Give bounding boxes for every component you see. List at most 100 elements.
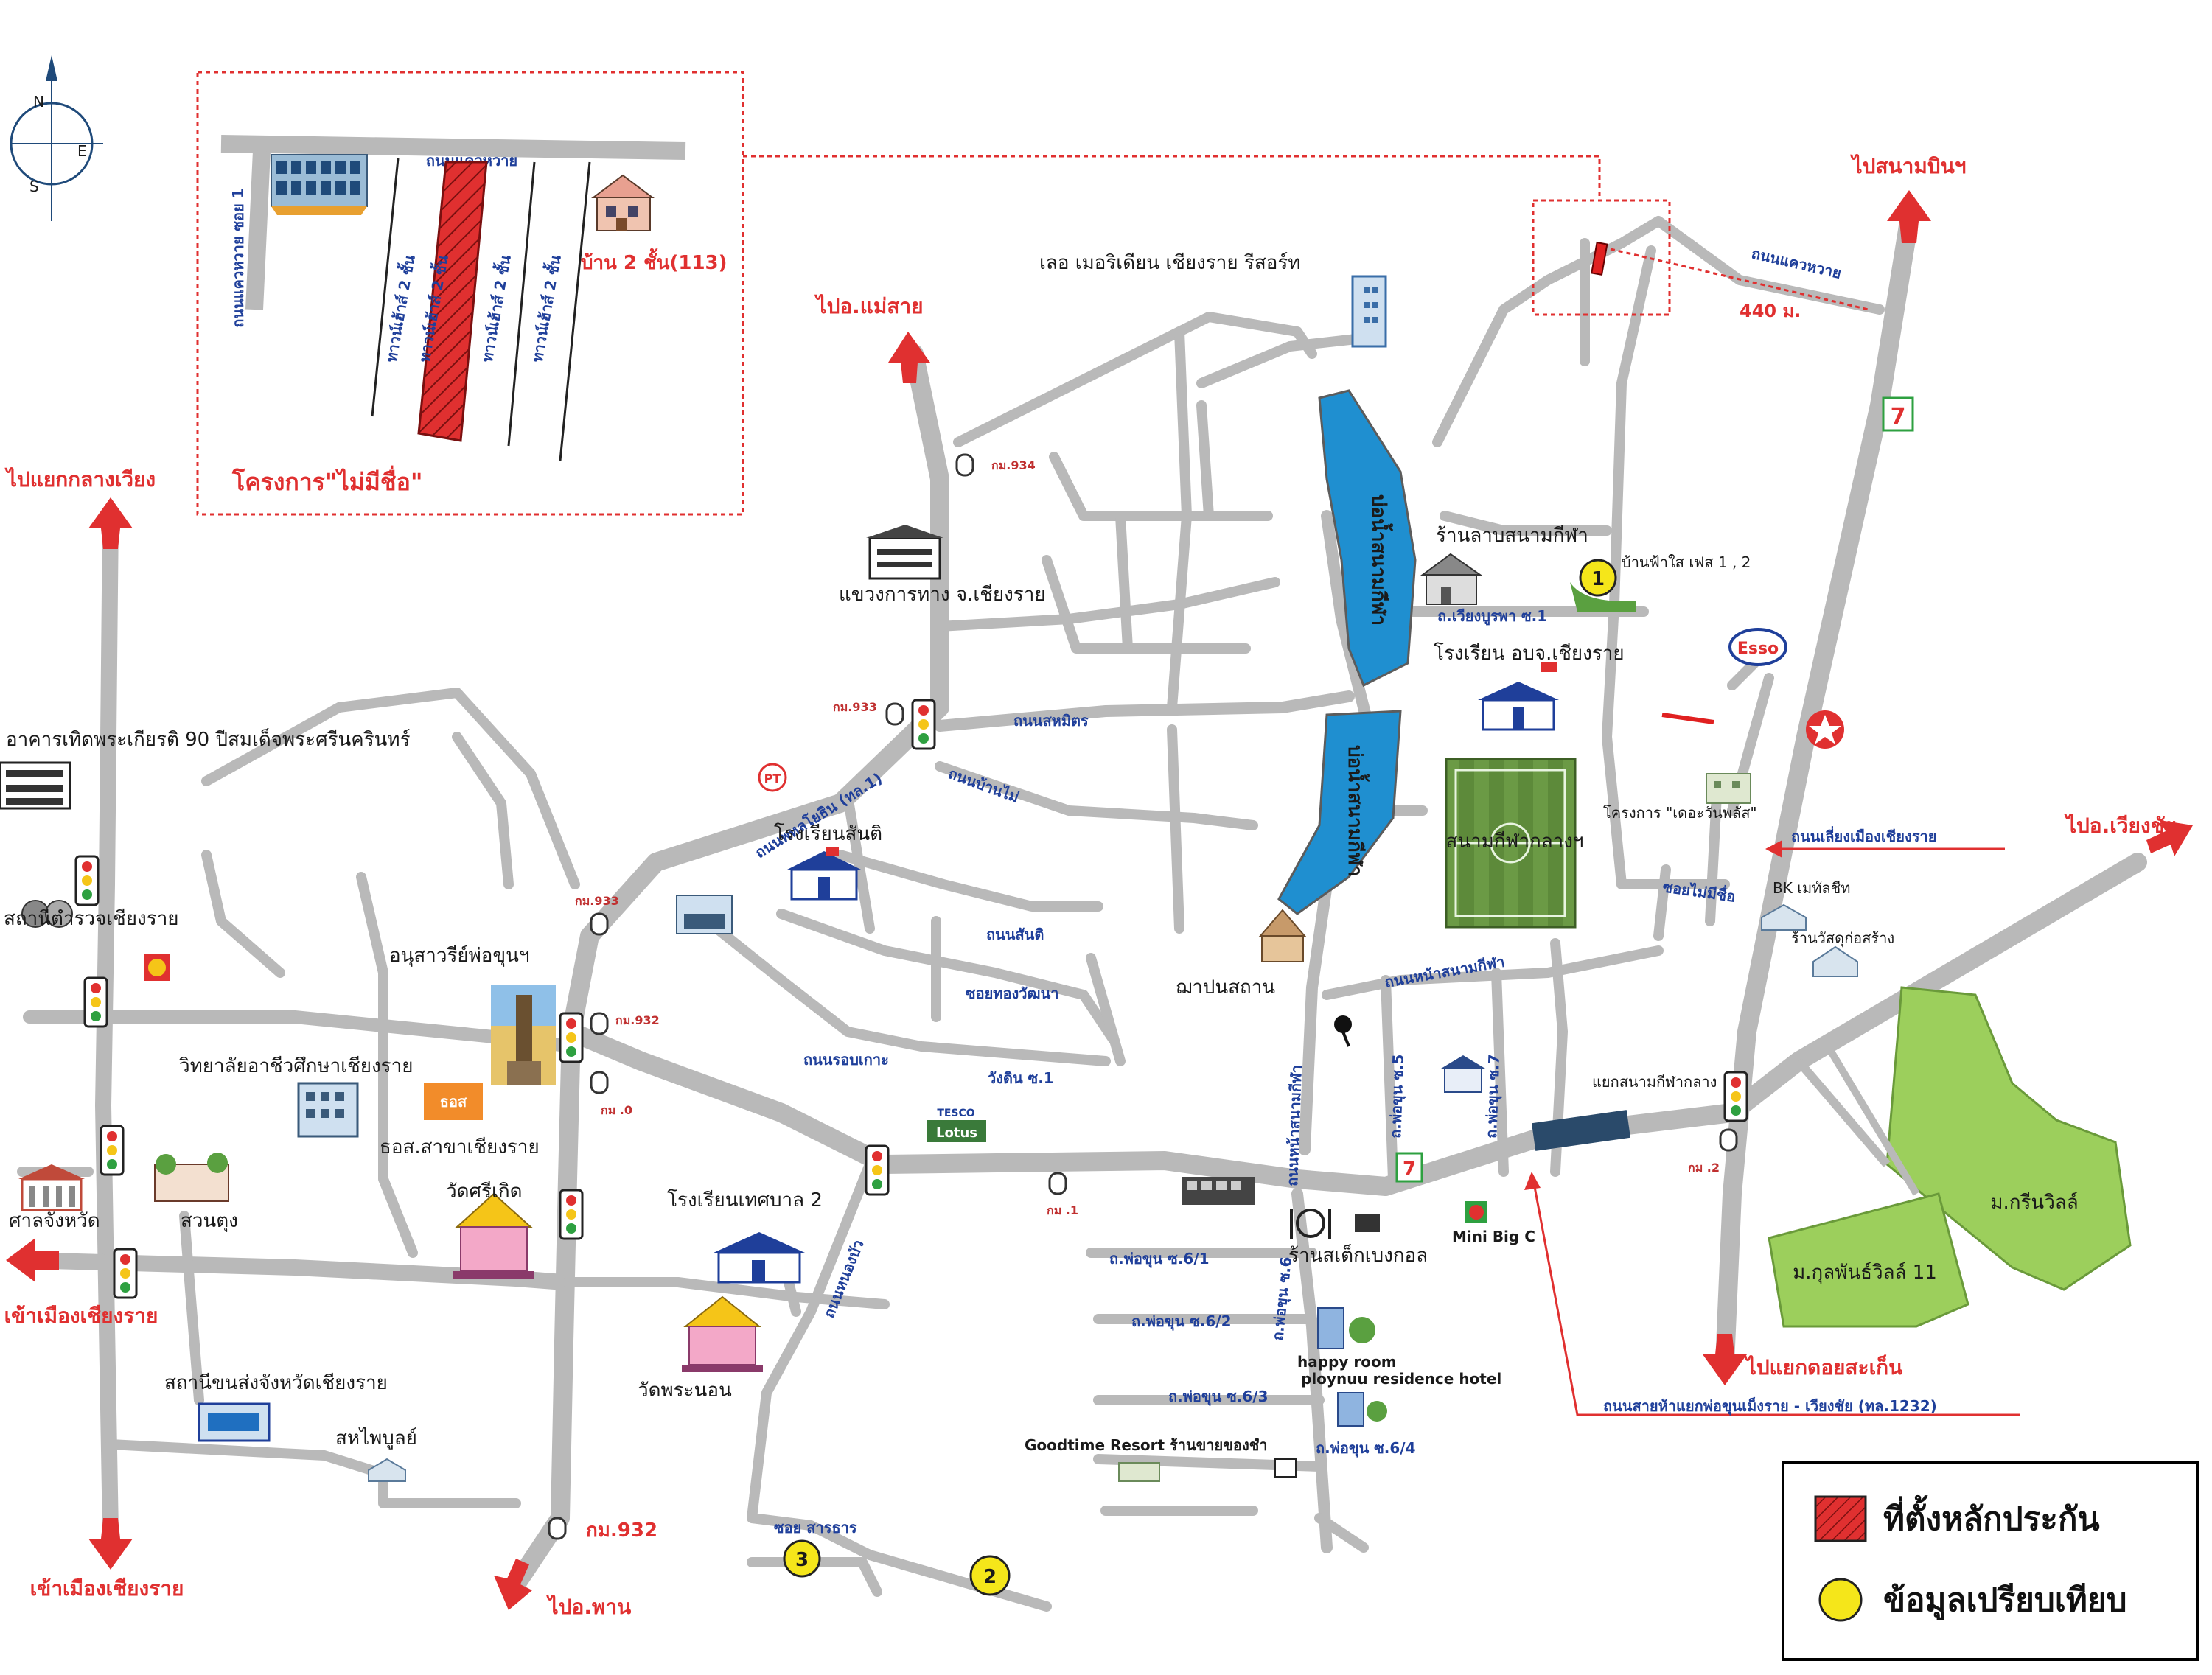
- svg-text:7: 7: [1403, 1158, 1416, 1181]
- inset-project-label: โครงการ"ไม่มีชื่อ": [231, 465, 423, 496]
- warehouse-icon: [1761, 903, 1807, 931]
- dir-wiang-chai-label: ไปอ.เวียงชัย: [2064, 814, 2177, 838]
- place-noodle-shop: ร้านสเต็กเบงกอล: [1288, 1243, 1428, 1267]
- arrow-phan: ไปอ.พาน: [494, 1559, 631, 1619]
- shophouse-icon: [1182, 1177, 1255, 1205]
- street-bypass: ถนนเลี่ยงเมืองเชียงราย: [1791, 825, 1936, 845]
- street-pho-khun-7: ถ.พ่อขุน ซ.7: [1482, 1054, 1504, 1139]
- svg-text:7: 7: [1891, 404, 1906, 430]
- arrow-city-west: เข้าเมืองเชียงราย: [4, 1238, 158, 1328]
- svg-text:1: 1: [1591, 568, 1605, 590]
- place-the-one-plus: โครงการ "เดอะวันพลัส": [1603, 804, 1757, 822]
- place-saha-phaibun: สหไพบูลย์: [335, 1427, 417, 1450]
- caltex-logo-icon: [1806, 710, 1844, 749]
- street-sahamit: ถนนสหมิตร: [1013, 712, 1089, 730]
- legend-row-comparable: ข้อมูลเปรียบเทียบ: [1814, 1574, 2127, 1626]
- distance-line: [1610, 248, 1869, 311]
- shop-icon: [1274, 1458, 1297, 1478]
- place-school-obj: โรงเรียน อบจ.เชียงราย: [1434, 642, 1625, 665]
- svg-text:N: N: [33, 93, 44, 111]
- pond-lower: บ่อน้ำสนามกีฬา: [1277, 710, 1402, 915]
- green-ville-label: ม.กรีนวิลล์: [1990, 1192, 2078, 1214]
- place-highway-office: แขวงการทาง จ.เชียงราย: [839, 584, 1046, 606]
- comparable-marker-2: [969, 1555, 1011, 1596]
- svg-text:3: 3: [795, 1549, 809, 1571]
- pond-upper: บ่อน้ำสนามกีฬา: [1318, 389, 1417, 688]
- svg-text:กม.934: กม.934: [991, 458, 1036, 472]
- place-municipal-school: โรงเรียนเทศบาล 2: [667, 1189, 823, 1211]
- inset-house-label: บ้าน 2 ชั้น(113): [581, 248, 728, 274]
- esso-logo-icon: Esso: [1728, 628, 1787, 666]
- office-building-icon: [866, 525, 943, 580]
- street-pho-khun-5: ถ.พ่อขุน ซ.5: [1386, 1054, 1408, 1139]
- legend-row-collateral: ที่ตั้งหลักประกัน: [1814, 1493, 2100, 1545]
- arrow-mae-sai: ไปอ.แม่สาย: [814, 294, 930, 383]
- place-santi-school: โรงเรียนสันติ: [774, 822, 882, 845]
- arrow-doi-saket: ไปแยกดอยสะเก็น: [1703, 1334, 1902, 1385]
- legend-collateral-label: ที่ตั้งหลักประกัน: [1883, 1500, 2100, 1538]
- house-icon: [1420, 553, 1483, 605]
- house-icon: [1441, 1055, 1485, 1093]
- street-wiang-burapha: ถ.เวียงบูรพา ซ.1: [1437, 607, 1547, 626]
- police-badge-icon: [21, 900, 73, 928]
- street-na-sanam: ถนนหน้าสนามกีฬา: [1384, 953, 1507, 991]
- tesco-lotus-logo-icon: TESCO Lotus: [927, 1108, 986, 1142]
- svg-text:กม.932: กม.932: [615, 1013, 660, 1027]
- place-police: สถานีตำรวจเชียงราย: [4, 908, 179, 930]
- svg-text:Esso: Esso: [1737, 640, 1779, 658]
- inset-road-left: ถนนแควหวาย ซอย 1: [229, 188, 247, 327]
- arrow-airport: ไปสนามบินฯ: [1850, 154, 1966, 243]
- school-icon: [787, 847, 861, 901]
- ghb-logo-icon: ธอส: [424, 1083, 483, 1120]
- collateral-swatch-icon: [1814, 1495, 1867, 1542]
- road-network: [14, 211, 2147, 1612]
- hotel-icon: [1317, 1307, 1375, 1349]
- place-ban-fa-sai: บ้านฟ้าใส เฟส 1 , 2: [1622, 553, 1751, 571]
- comparable-marker-1: [1579, 559, 1617, 597]
- place-chapel: ฌาปนสถาน: [1176, 976, 1275, 999]
- svg-text:TESCO: TESCO: [937, 1108, 974, 1119]
- arrow-klang-wiang: ไปแยกกลางเวียง: [4, 467, 156, 549]
- svg-text:2: 2: [983, 1566, 997, 1588]
- house-icon: [591, 174, 655, 231]
- shophouse-icon: [1531, 1110, 1631, 1151]
- map-legend: ที่ตั้งหลักประกัน ข้อมูลเปรียบเทียบ: [1782, 1461, 2199, 1661]
- street-rop-koh: ถนนรอบเกาะ: [803, 1051, 889, 1069]
- warehouse-icon: [1812, 945, 1858, 977]
- place-king-monument: อนุสาวรีย์พ่อขุนฯ: [389, 945, 530, 967]
- street-pho-khun-6-2: ถ.พ่อขุน ซ.6/2: [1131, 1312, 1232, 1331]
- place-ploy-nuu: ploynuu residence hotel: [1301, 1370, 1501, 1388]
- compass-icon: N E S: [10, 55, 103, 221]
- comparable-marker-3: [783, 1539, 821, 1578]
- seven-eleven-icon: 7: [1882, 396, 1914, 432]
- place-goodtime: Goodtime Resort ร้านขายของชำ: [1025, 1436, 1268, 1454]
- temple-icon: [682, 1295, 763, 1372]
- court-building-icon: [18, 1164, 85, 1211]
- street-santi: ถนนสันติ: [986, 926, 1044, 943]
- svg-text:กม .1: กม .1: [1047, 1203, 1078, 1217]
- park-icon: [154, 1153, 229, 1202]
- traffic-light-icons: [74, 699, 1748, 1299]
- inset-townhouse-3: ทาวน์เฮ้าส์ 2 ชั้น: [476, 253, 514, 364]
- big-c-logo-icon: [1465, 1201, 1487, 1223]
- dir-city-south-label: เข้าเมืองเชียงราย: [30, 1576, 184, 1601]
- hwy-1232-callout: [1532, 1178, 2020, 1416]
- dir-klang-wiang-label: ไปแยกกลางเวียง: [4, 467, 156, 492]
- restaurant-icon: [1290, 1209, 1331, 1239]
- comparable-swatch-icon: [1818, 1578, 1863, 1622]
- school-icon: [1478, 662, 1559, 731]
- arrow-city-south: เข้าเมืองเชียงราย: [30, 1518, 184, 1601]
- distance-label: 440 ม.: [1740, 301, 1801, 321]
- svg-text:กม.933: กม.933: [575, 894, 619, 908]
- street-khwae-wai: ถนนแควหวาย: [1750, 244, 1843, 282]
- village-kulaphan: ม.กุลพันธ์วิลล์ 11: [1768, 1192, 1969, 1328]
- seven-eleven-icon: 7: [1395, 1152, 1423, 1183]
- street-ban-mai: ถนนบ้านไม่: [946, 764, 1021, 806]
- monument-icon: [491, 985, 556, 1085]
- street-pho-khun-6-1: ถ.พ่อขุน ซ.6/1: [1109, 1250, 1210, 1268]
- svg-text:E: E: [77, 142, 87, 160]
- collateral-plot: [417, 161, 488, 442]
- place-construction-shop: ร้านวัสดุก่อสร้าง: [1791, 929, 1894, 948]
- place-hall-90: อาคารเทิดพระเกียรติ 90 ปีสมเด็จพระศรีนคร…: [6, 727, 411, 751]
